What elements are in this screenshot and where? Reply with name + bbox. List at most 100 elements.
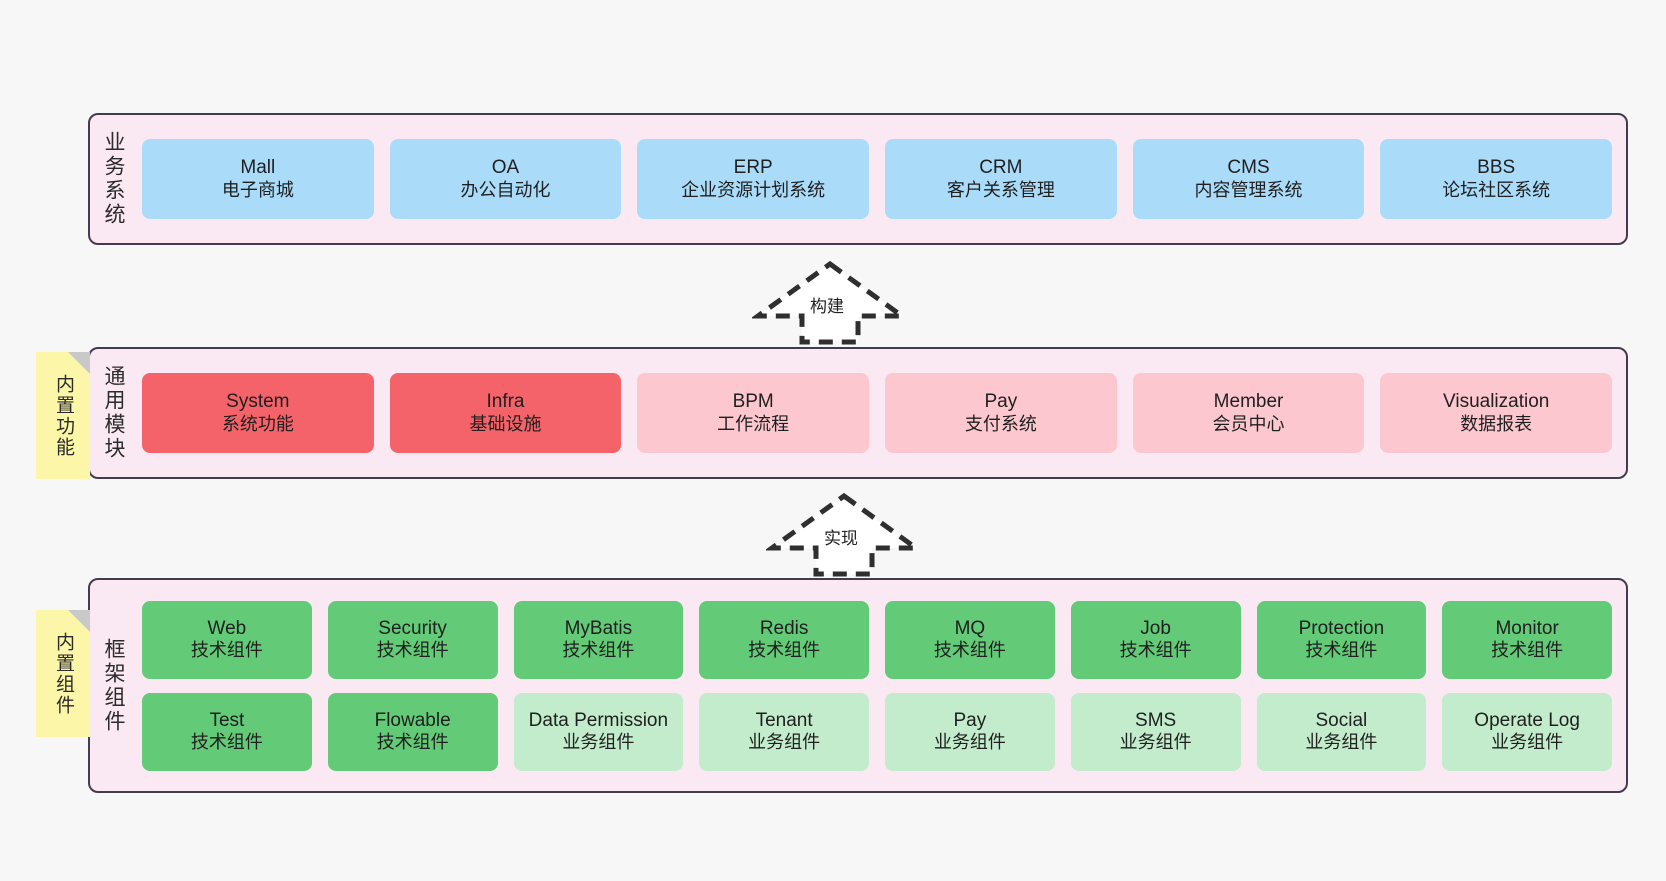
card-social-sub: 业务组件 <box>1305 732 1378 753</box>
card-sms-sub: 业务组件 <box>1119 732 1192 753</box>
card-monitor[interactable]: Monitor 技术组件 <box>1442 600 1612 679</box>
note-fold-corner-icon <box>68 352 90 374</box>
note-builtin-function-text: 内置功能 <box>52 373 74 458</box>
card-test[interactable]: Test 技术组件 <box>142 692 312 771</box>
card-mq[interactable]: MQ 技术组件 <box>885 600 1055 679</box>
note-builtin-function[interactable]: 内置功能 <box>36 352 90 479</box>
card-bbs-name: BBS <box>1477 157 1516 179</box>
card-infra[interactable]: Infra 基础设施 <box>389 373 622 453</box>
layer-common-title: 通用模块 <box>102 365 126 461</box>
card-pay-component[interactable]: Pay 业务组件 <box>885 692 1055 771</box>
card-erp[interactable]: ERP 企业资源计划系统 <box>637 139 870 219</box>
card-oa-sub: 办公自动化 <box>460 179 551 200</box>
card-bpm-sub: 工作流程 <box>717 413 790 434</box>
card-redis-sub: 技术组件 <box>748 640 821 661</box>
card-member-name: Member <box>1213 391 1284 413</box>
card-mall-name: Mall <box>240 157 276 179</box>
card-erp-sub: 企业资源计划系统 <box>681 179 826 200</box>
card-tenant[interactable]: Tenant 业务组件 <box>699 692 869 771</box>
layer-frame-row-1: Test 技术组件 Flowable 技术组件 Data Permission … <box>142 692 1612 771</box>
layer-frame-body: Web 技术组件 Security 技术组件 MyBatis 技术组件 Redi… <box>136 580 1626 791</box>
card-bbs[interactable]: BBS 论坛社区系统 <box>1380 139 1613 219</box>
card-data-permission[interactable]: Data Permission 业务组件 <box>513 692 684 771</box>
layer-business-row-0: Mall 电子商城 OA 办公自动化 ERP 企业资源计划系统 CRM 客户关系… <box>142 139 1613 219</box>
card-redis[interactable]: Redis 技术组件 <box>699 600 869 679</box>
card-sms-name: SMS <box>1135 709 1177 731</box>
card-security-name: Security <box>378 617 447 639</box>
card-visualization-sub: 数据报表 <box>1460 413 1533 434</box>
card-cms[interactable]: CMS 内容管理系统 <box>1132 139 1365 219</box>
card-monitor-name: Monitor <box>1495 617 1559 639</box>
card-tenant-sub: 业务组件 <box>748 732 821 753</box>
layer-framework-component[interactable]: 框架组件 Web 技术组件 Security 技术组件 MyBatis 技术组件… <box>88 578 1628 793</box>
card-bpm-name: BPM <box>732 391 774 413</box>
card-mybatis-name: MyBatis <box>564 617 633 639</box>
layer-frame-title: 框架组件 <box>102 637 126 734</box>
connector-build-label: 构建 <box>810 297 844 316</box>
card-flowable-name: Flowable <box>374 709 451 731</box>
layer-business-system[interactable]: 业务系统 Mall 电子商城 OA 办公自动化 ERP 企业资源计划系统 CRM… <box>88 113 1628 245</box>
card-social-name: Social <box>1315 709 1368 731</box>
card-data-permission-sub: 业务组件 <box>562 732 635 753</box>
card-system[interactable]: System 系统功能 <box>142 373 374 453</box>
card-system-sub: 系统功能 <box>221 413 294 434</box>
card-protection-name: Protection <box>1298 617 1385 639</box>
card-visualization[interactable]: Visualization 数据报表 <box>1380 373 1613 453</box>
card-infra-name: Infra <box>486 391 525 413</box>
card-protection[interactable]: Protection 技术组件 <box>1256 600 1427 679</box>
card-pay-module-sub: 支付系统 <box>964 413 1037 434</box>
card-pay-module-name: Pay <box>984 391 1018 413</box>
card-test-name: Test <box>209 709 245 731</box>
layer-common-module[interactable]: 通用模块 System 系统功能 Infra 基础设施 BPM 工作流程 Pay… <box>88 347 1628 479</box>
card-web-sub: 技术组件 <box>190 640 263 661</box>
note-builtin-component-text: 内置组件 <box>52 631 74 716</box>
connector-build-icon <box>752 260 908 345</box>
card-pay-component-name: Pay <box>953 709 987 731</box>
card-pay-component-sub: 业务组件 <box>933 732 1006 753</box>
card-mybatis[interactable]: MyBatis 技术组件 <box>513 600 684 679</box>
card-crm-sub: 客户关系管理 <box>946 179 1055 200</box>
card-data-permission-name: Data Permission <box>528 709 669 731</box>
connector-implement-icon <box>766 492 922 577</box>
connector-implement-label: 实现 <box>824 529 858 548</box>
card-pay-module[interactable]: Pay 支付系统 <box>885 373 1117 453</box>
card-bbs-sub: 论坛社区系统 <box>1442 179 1551 200</box>
note-fold-corner-icon <box>68 610 90 632</box>
card-cms-sub: 内容管理系统 <box>1194 179 1303 200</box>
card-mall-sub: 电子商城 <box>221 179 294 200</box>
card-infra-sub: 基础设施 <box>469 413 542 434</box>
card-oa[interactable]: OA 办公自动化 <box>389 139 622 219</box>
card-bpm[interactable]: BPM 工作流程 <box>637 373 870 453</box>
card-social[interactable]: Social 业务组件 <box>1256 692 1427 771</box>
card-erp-name: ERP <box>733 157 773 179</box>
card-test-sub: 技术组件 <box>190 732 263 753</box>
card-protection-sub: 技术组件 <box>1305 640 1378 661</box>
card-cms-name: CMS <box>1227 157 1270 179</box>
card-oa-name: OA <box>491 157 520 179</box>
card-mq-name: MQ <box>954 617 986 639</box>
card-job[interactable]: Job 技术组件 <box>1070 600 1241 679</box>
card-operate-log[interactable]: Operate Log 业务组件 <box>1442 692 1612 771</box>
layer-common-row-0: System 系统功能 Infra 基础设施 BPM 工作流程 Pay 支付系统… <box>142 373 1613 453</box>
layer-common-body: System 系统功能 Infra 基础设施 BPM 工作流程 Pay 支付系统… <box>136 349 1626 477</box>
card-web-name: Web <box>207 617 247 639</box>
layer-business-title: 业务系统 <box>102 131 126 227</box>
card-crm[interactable]: CRM 客户关系管理 <box>885 139 1117 219</box>
card-crm-name: CRM <box>979 157 1023 179</box>
card-mall[interactable]: Mall 电子商城 <box>142 139 374 219</box>
card-job-name: Job <box>1140 617 1171 639</box>
card-redis-name: Redis <box>759 617 809 639</box>
card-security-sub: 技术组件 <box>376 640 449 661</box>
card-member[interactable]: Member 会员中心 <box>1132 373 1365 453</box>
card-security[interactable]: Security 技术组件 <box>327 600 498 679</box>
card-web[interactable]: Web 技术组件 <box>142 600 312 679</box>
card-flowable[interactable]: Flowable 技术组件 <box>327 692 498 771</box>
card-mybatis-sub: 技术组件 <box>562 640 635 661</box>
layer-frame-row-0: Web 技术组件 Security 技术组件 MyBatis 技术组件 Redi… <box>142 600 1612 679</box>
card-mq-sub: 技术组件 <box>933 640 1006 661</box>
card-visualization-name: Visualization <box>1443 391 1550 413</box>
card-member-sub: 会员中心 <box>1212 413 1285 434</box>
card-sms[interactable]: SMS 业务组件 <box>1070 692 1241 771</box>
note-builtin-component[interactable]: 内置组件 <box>36 610 90 737</box>
